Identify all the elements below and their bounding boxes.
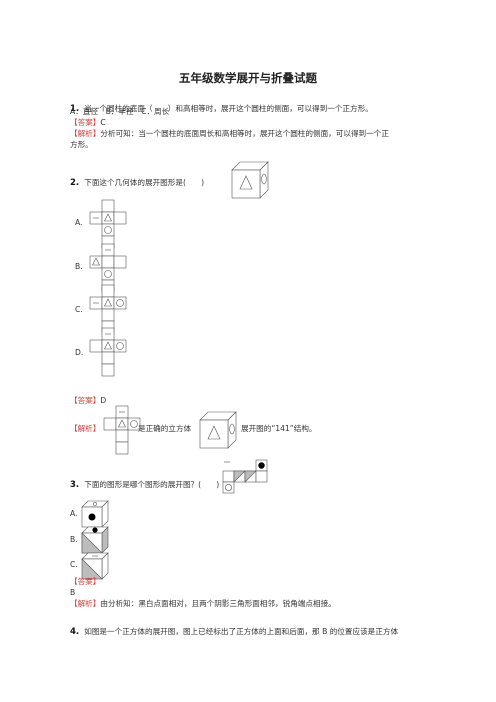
question-number: 3. bbox=[70, 480, 80, 490]
option-c-label: C. bbox=[75, 305, 83, 314]
question-options: A．直径 B．半径 C．周长 bbox=[70, 107, 170, 116]
answer-line: 【答案】C bbox=[70, 118, 106, 128]
analysis-text-cont: 方形。 bbox=[70, 140, 93, 149]
answer-value: C bbox=[100, 118, 106, 127]
question-3: 3. 下面的图形是哪个图形的展开图？( ) bbox=[70, 472, 219, 491]
option-b-label: B. bbox=[70, 535, 78, 544]
analysis-label: 【解析】 bbox=[70, 424, 101, 433]
question-number: 4. bbox=[70, 627, 80, 637]
question-stem: 下面的图形是哪个图形的展开图？( ) bbox=[84, 480, 220, 489]
question-number: 1. bbox=[70, 104, 80, 114]
answer-label: 【答案】 bbox=[70, 118, 101, 127]
answer-value: B bbox=[70, 588, 76, 597]
cube-figure bbox=[231, 161, 269, 199]
analysis-text: 由分析知：黑白点面相对，且两个阴影三角形面相邻，锐角端点相接。 bbox=[100, 599, 336, 608]
analysis-line: 【解析】由分析知：黑白点面相对，且两个阴影三角形面相邻，锐角端点相接。 bbox=[70, 599, 336, 609]
question-number: 2. bbox=[70, 178, 80, 188]
analysis-label: 【解析】 bbox=[70, 599, 101, 608]
question-1: 1. 当一个圆柱的底面（ ）和高相等时，展开这个圆柱的侧面，可以得到一个正方形。 bbox=[70, 96, 373, 115]
option-b-label: B. bbox=[75, 262, 83, 271]
question-2: 2. 下面这个几何体的展开图形是( ) bbox=[70, 170, 204, 189]
analysis-text-end: 展开图的“141”结构。 bbox=[241, 424, 317, 433]
cube-option-c bbox=[81, 552, 109, 580]
analysis-text: 分析可知：当一个圆柱的底面周长和高相等时，展开这个圆柱的侧面，可以得到一个正 bbox=[100, 129, 389, 138]
answer-value: D bbox=[100, 396, 107, 405]
cube-figure bbox=[199, 411, 237, 449]
analysis-line: 【解析】分析可知：当一个圆柱的底面周长和高相等时，展开这个圆柱的侧面，可以得到一… bbox=[70, 129, 389, 139]
cube-option-b bbox=[81, 526, 109, 554]
net-figure bbox=[222, 459, 268, 494]
answer-line: 【答案】D bbox=[70, 396, 106, 406]
question-4: 4. 如图是一个正方体的展开图，图上已经标出了正方体的上面和后面，那 B 的位置… bbox=[70, 619, 398, 638]
option-c-label: C. bbox=[70, 560, 78, 569]
page-title: 五年级数学展开与折叠试题 bbox=[179, 71, 317, 85]
option-a-label: A. bbox=[75, 218, 83, 227]
option-d-label: D. bbox=[75, 348, 84, 357]
question-stem: 如图是一个正方体的展开图，图上已经标出了正方体的上面和后面，那 B 的位置应该是… bbox=[84, 627, 399, 636]
option-a-label: A. bbox=[70, 509, 78, 518]
analysis-label: 【解析】 bbox=[70, 129, 101, 138]
analysis-text: 是正确的立方体 bbox=[138, 424, 192, 433]
answer-label: 【答案】 bbox=[70, 396, 101, 405]
question-stem: 下面这个几何体的展开图形是( ) bbox=[84, 178, 205, 187]
net-option-a bbox=[89, 199, 127, 249]
net-option-c bbox=[89, 284, 127, 334]
answer-label: 【答案】 bbox=[70, 577, 101, 586]
cube-option-a bbox=[81, 500, 109, 528]
net-correct bbox=[103, 405, 141, 455]
net-option-d bbox=[89, 327, 127, 377]
question-stem: 当一个圆柱的底面（ ）和高相等时，展开这个圆柱的侧面，可以得到一个正方形。 bbox=[84, 104, 373, 113]
